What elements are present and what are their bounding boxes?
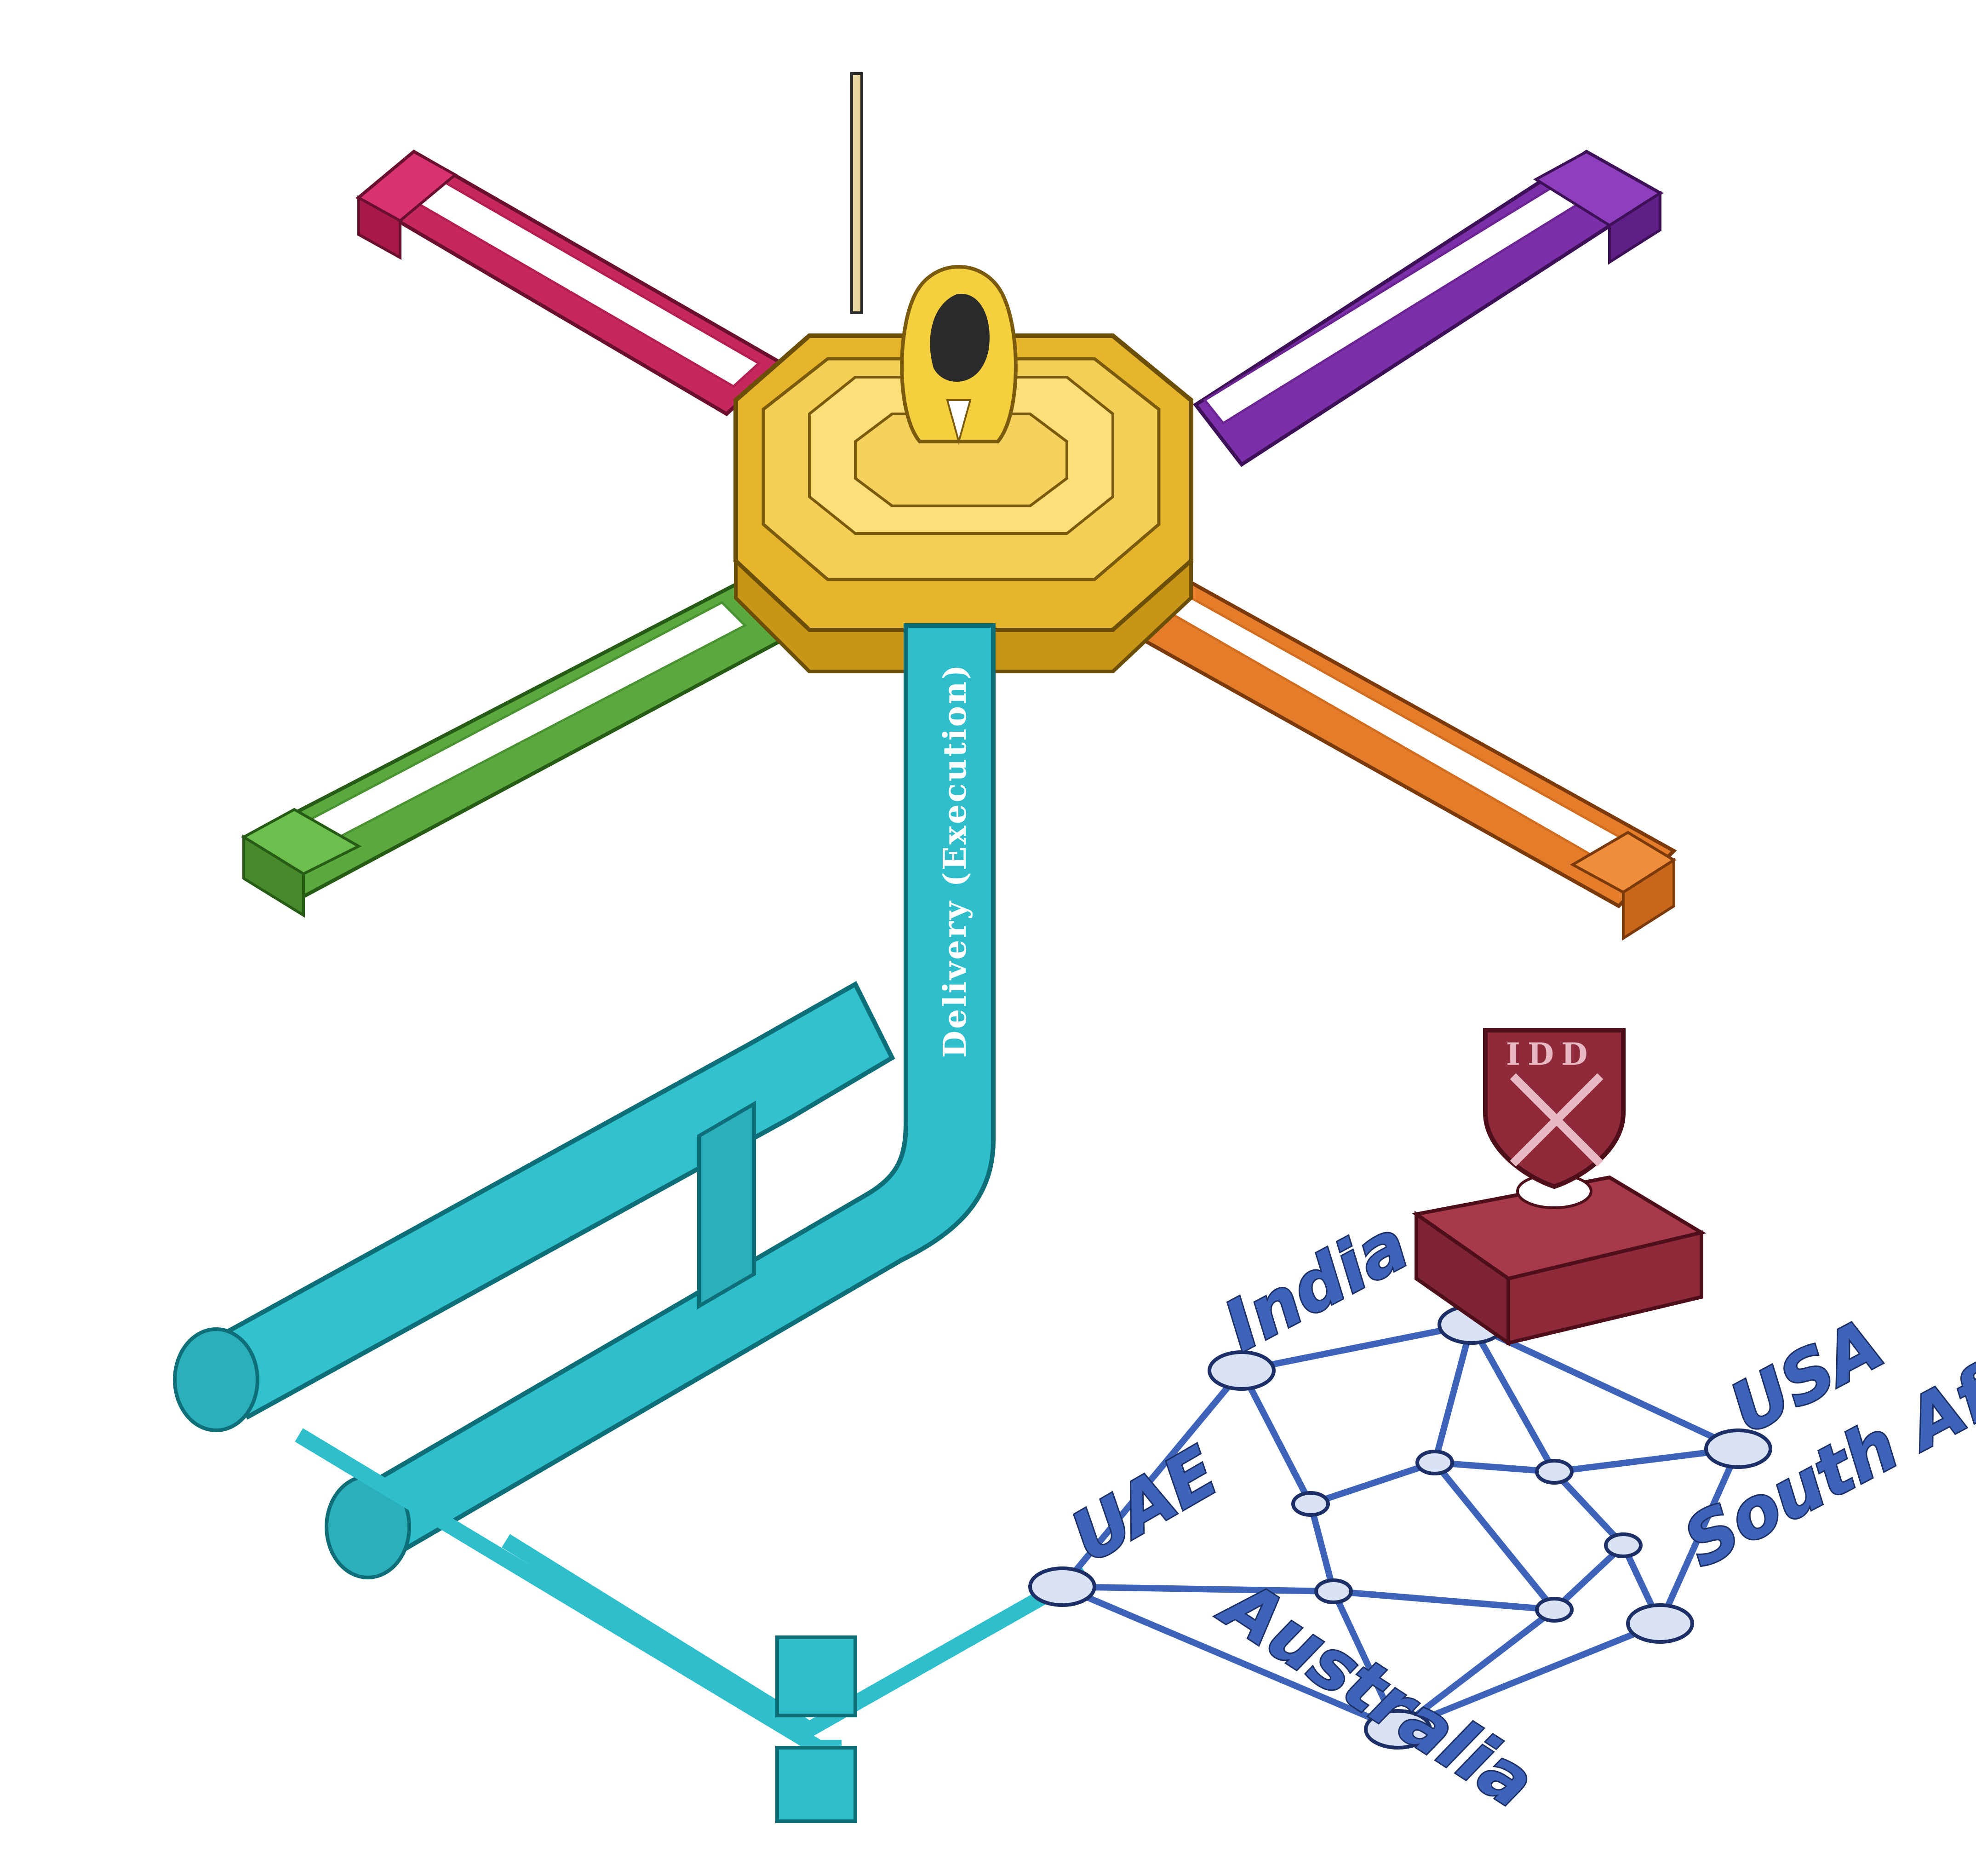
central-hub: [733, 333, 1193, 673]
arm-top-left: [355, 149, 785, 416]
arm-bottom-right: [1114, 573, 1677, 941]
pipe-label: Delivery (Execution): [937, 663, 974, 1058]
crest-label: IDD: [1506, 1036, 1595, 1072]
network-globe-icon: [1028, 1304, 1772, 1750]
arm-top-right: [1193, 149, 1664, 467]
hooded-figure-icon: [900, 265, 1018, 445]
delivery-pipe: Delivery (Execution): [173, 623, 1089, 1823]
antenna: [850, 72, 863, 314]
crest-pedestal: [1411, 1173, 1707, 1347]
crest-shield-icon: IDD: [1483, 1028, 1626, 1189]
arm-bottom-left: [241, 573, 813, 918]
